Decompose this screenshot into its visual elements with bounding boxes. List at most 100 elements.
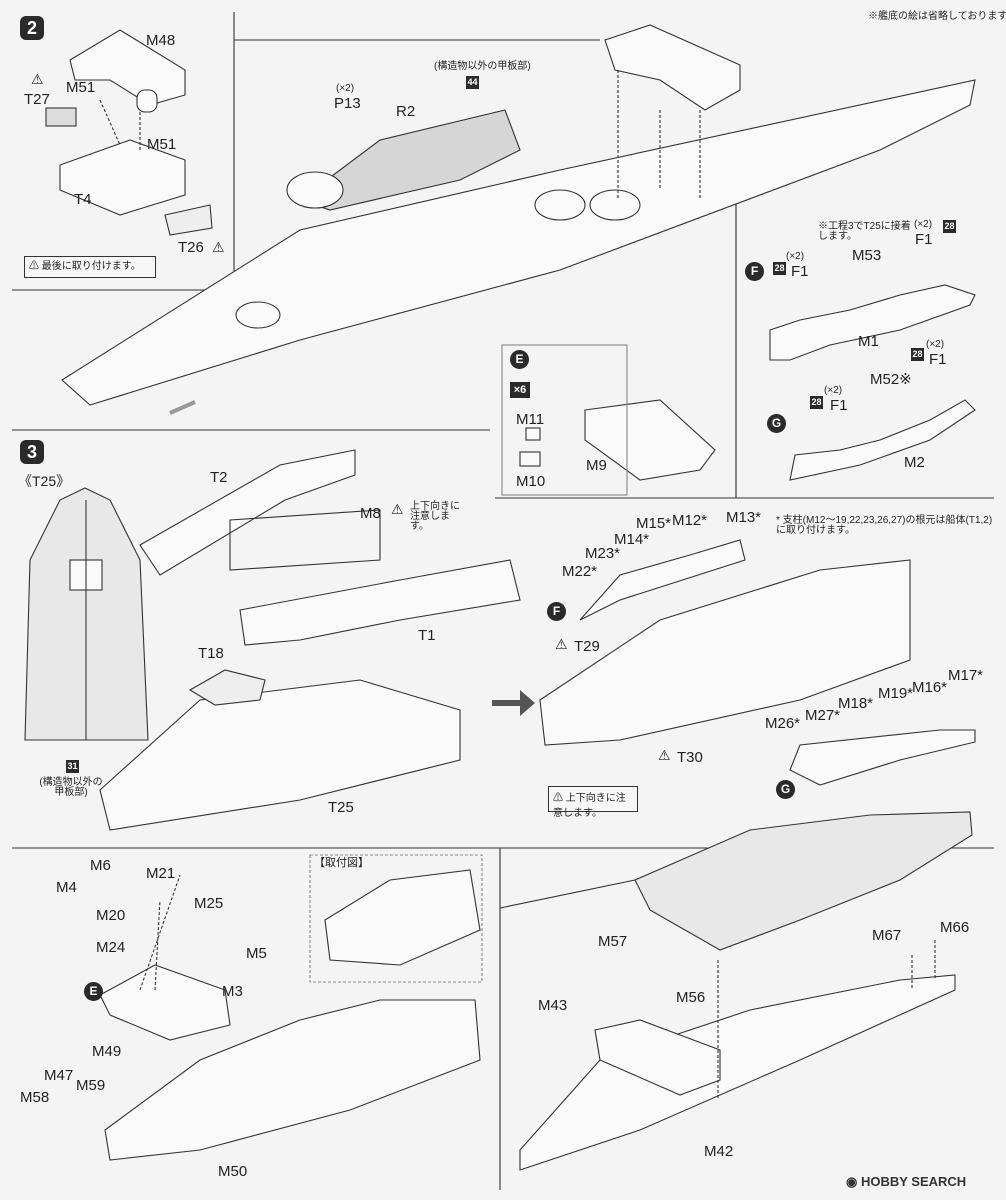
part-m26-label: M26*	[765, 715, 801, 732]
paint-color-28: 28	[773, 262, 786, 275]
part-m48-label: M48	[146, 32, 176, 49]
part-m47-label: M47	[44, 1067, 74, 1084]
note-attach-last: ⚠ 最後に取り付けます。	[24, 256, 156, 278]
caution-orientation: 上下向きに注意します。	[410, 501, 460, 532]
part-m21-label: M21	[146, 865, 176, 882]
part-m19-label: M19*	[878, 685, 914, 702]
step-2-badge: 2	[20, 16, 44, 40]
paint-color-31: 31	[66, 760, 79, 773]
part-m20-label: M20	[96, 907, 126, 924]
step-3-badge: 3	[20, 440, 44, 464]
paint-color-28: 28	[810, 396, 823, 409]
warning-icon: ⚠	[658, 747, 671, 763]
subassembly-f-marker: F	[547, 602, 566, 621]
part-m66-label: M66	[940, 919, 970, 936]
warning-icon: ⚠	[212, 239, 225, 255]
part-m2-label: M2	[904, 454, 925, 471]
part-t2-label: T2	[210, 469, 228, 486]
part-t30-label: T30	[677, 749, 703, 766]
part-m27-label: M27*	[805, 707, 841, 724]
part-m53-label: M53	[852, 247, 882, 264]
note-attach-last-text: 最後に取り付けます。	[41, 261, 141, 272]
subassembly-f-marker: F	[745, 262, 764, 281]
part-m23-label: M23*	[585, 545, 621, 562]
part-p13-qty: (×2)	[336, 83, 355, 94]
part-m8-label: M8	[360, 505, 381, 522]
part-m5-label: M5	[246, 945, 267, 962]
part-m9-label: M9	[586, 457, 607, 474]
part-f1-label: F1	[830, 397, 848, 414]
header-note: ※艦底の絵は省略しております。	[868, 11, 1006, 22]
part-m24-label: M24	[96, 939, 126, 956]
part-m51-label: M51	[66, 79, 96, 96]
part-t27-label: T27	[24, 91, 50, 108]
part-m11-label: M11	[516, 411, 545, 428]
part-m3-label: M3	[222, 983, 243, 1000]
part-m43-label: M43	[538, 997, 568, 1014]
warning-icon: ⚠	[555, 636, 568, 652]
part-t1-label: T1	[418, 627, 436, 644]
part-f1-label: F1	[791, 263, 809, 280]
part-m25-label: M25	[194, 895, 224, 912]
part-t4-label: T4	[74, 191, 92, 208]
sub-f-note: ※工程3でT25に接着します。	[818, 221, 911, 242]
note-orientation-text: 上下向きに注意します。	[553, 793, 626, 819]
note-orientation: ⚠ 上下向きに注意します。	[548, 786, 638, 819]
part-m10-label: M10	[516, 473, 546, 490]
part-t25-label: T25	[328, 799, 354, 816]
part-p13-label: P13	[334, 95, 361, 112]
part-f1-label: F1	[929, 351, 947, 368]
part-m14-label: M14*	[614, 531, 650, 548]
part-f1-qty: (×2)	[926, 339, 945, 350]
deck-note-t25: (構造物以外の甲板部)	[39, 777, 103, 798]
part-m67-label: M67	[872, 927, 902, 944]
part-f1-label: F1	[915, 231, 933, 248]
part-m12-label: M12*	[672, 512, 708, 529]
part-m59-label: M59	[76, 1077, 106, 1094]
part-f1-qty: (×2)	[786, 251, 805, 262]
mounting-view-title: 【取付図】	[314, 857, 369, 869]
part-t29-label: T29	[574, 638, 600, 655]
part-m6-label: M6	[90, 857, 111, 874]
paint-color-28: 28	[943, 220, 956, 233]
part-t18-label: T18	[198, 645, 224, 662]
subassembly-e-marker: E	[510, 350, 529, 369]
part-r2-label: R2	[396, 103, 416, 120]
watermark-logo: ◉ HOBBY SEARCH	[846, 1174, 966, 1190]
part-m17-label: M17*	[948, 667, 984, 684]
subassembly-g-marker: G	[776, 780, 795, 799]
paint-color-28: 28	[911, 348, 924, 361]
subassembly-g-marker: G	[767, 414, 786, 433]
watermark-icon: ◉	[846, 1174, 861, 1189]
part-m15-label: M15*	[636, 515, 672, 532]
warning-icon: ⚠	[29, 261, 42, 272]
part-m4-label: M4	[56, 879, 77, 896]
part-m42-label: M42	[704, 1143, 734, 1160]
part-m22-label: M22*	[562, 563, 598, 580]
part-m56-label: M56	[676, 989, 706, 1006]
part-m57-label: M57	[598, 933, 628, 950]
warning-icon: ⚠	[391, 501, 404, 517]
part-m18-label: M18*	[838, 695, 874, 712]
watermark-text: HOBBY SEARCH	[860, 1174, 967, 1189]
part-m58-label: M58	[20, 1089, 50, 1106]
quantity-badge: ×6	[510, 382, 530, 398]
subassembly-e-marker: E	[84, 982, 103, 1001]
deck-note: (構造物以外の甲板部)	[434, 61, 531, 72]
warning-icon: ⚠	[31, 71, 44, 87]
part-m1-label: M1	[858, 333, 879, 350]
part-m49-label: M49	[92, 1043, 122, 1060]
warning-icon: ⚠	[553, 793, 566, 804]
part-f1-qty: (×2)	[824, 385, 843, 396]
part-m50-label: M50	[218, 1163, 248, 1180]
t25-title: 《T25》	[18, 473, 71, 489]
part-m16-label: M16*	[912, 679, 948, 696]
part-m51-label: M51	[147, 136, 177, 153]
part-m13-label: M13*	[726, 509, 762, 526]
part-t26-label: T26	[178, 239, 204, 256]
part-m52-label: M52※	[870, 371, 912, 388]
part-f1-qty: (×2)	[914, 219, 933, 230]
paint-color-44: 44	[466, 76, 479, 89]
strut-note: * 支柱(M12〜19,22,23,26,27)の根元は船体(T1,2)に取り付…	[776, 515, 993, 536]
